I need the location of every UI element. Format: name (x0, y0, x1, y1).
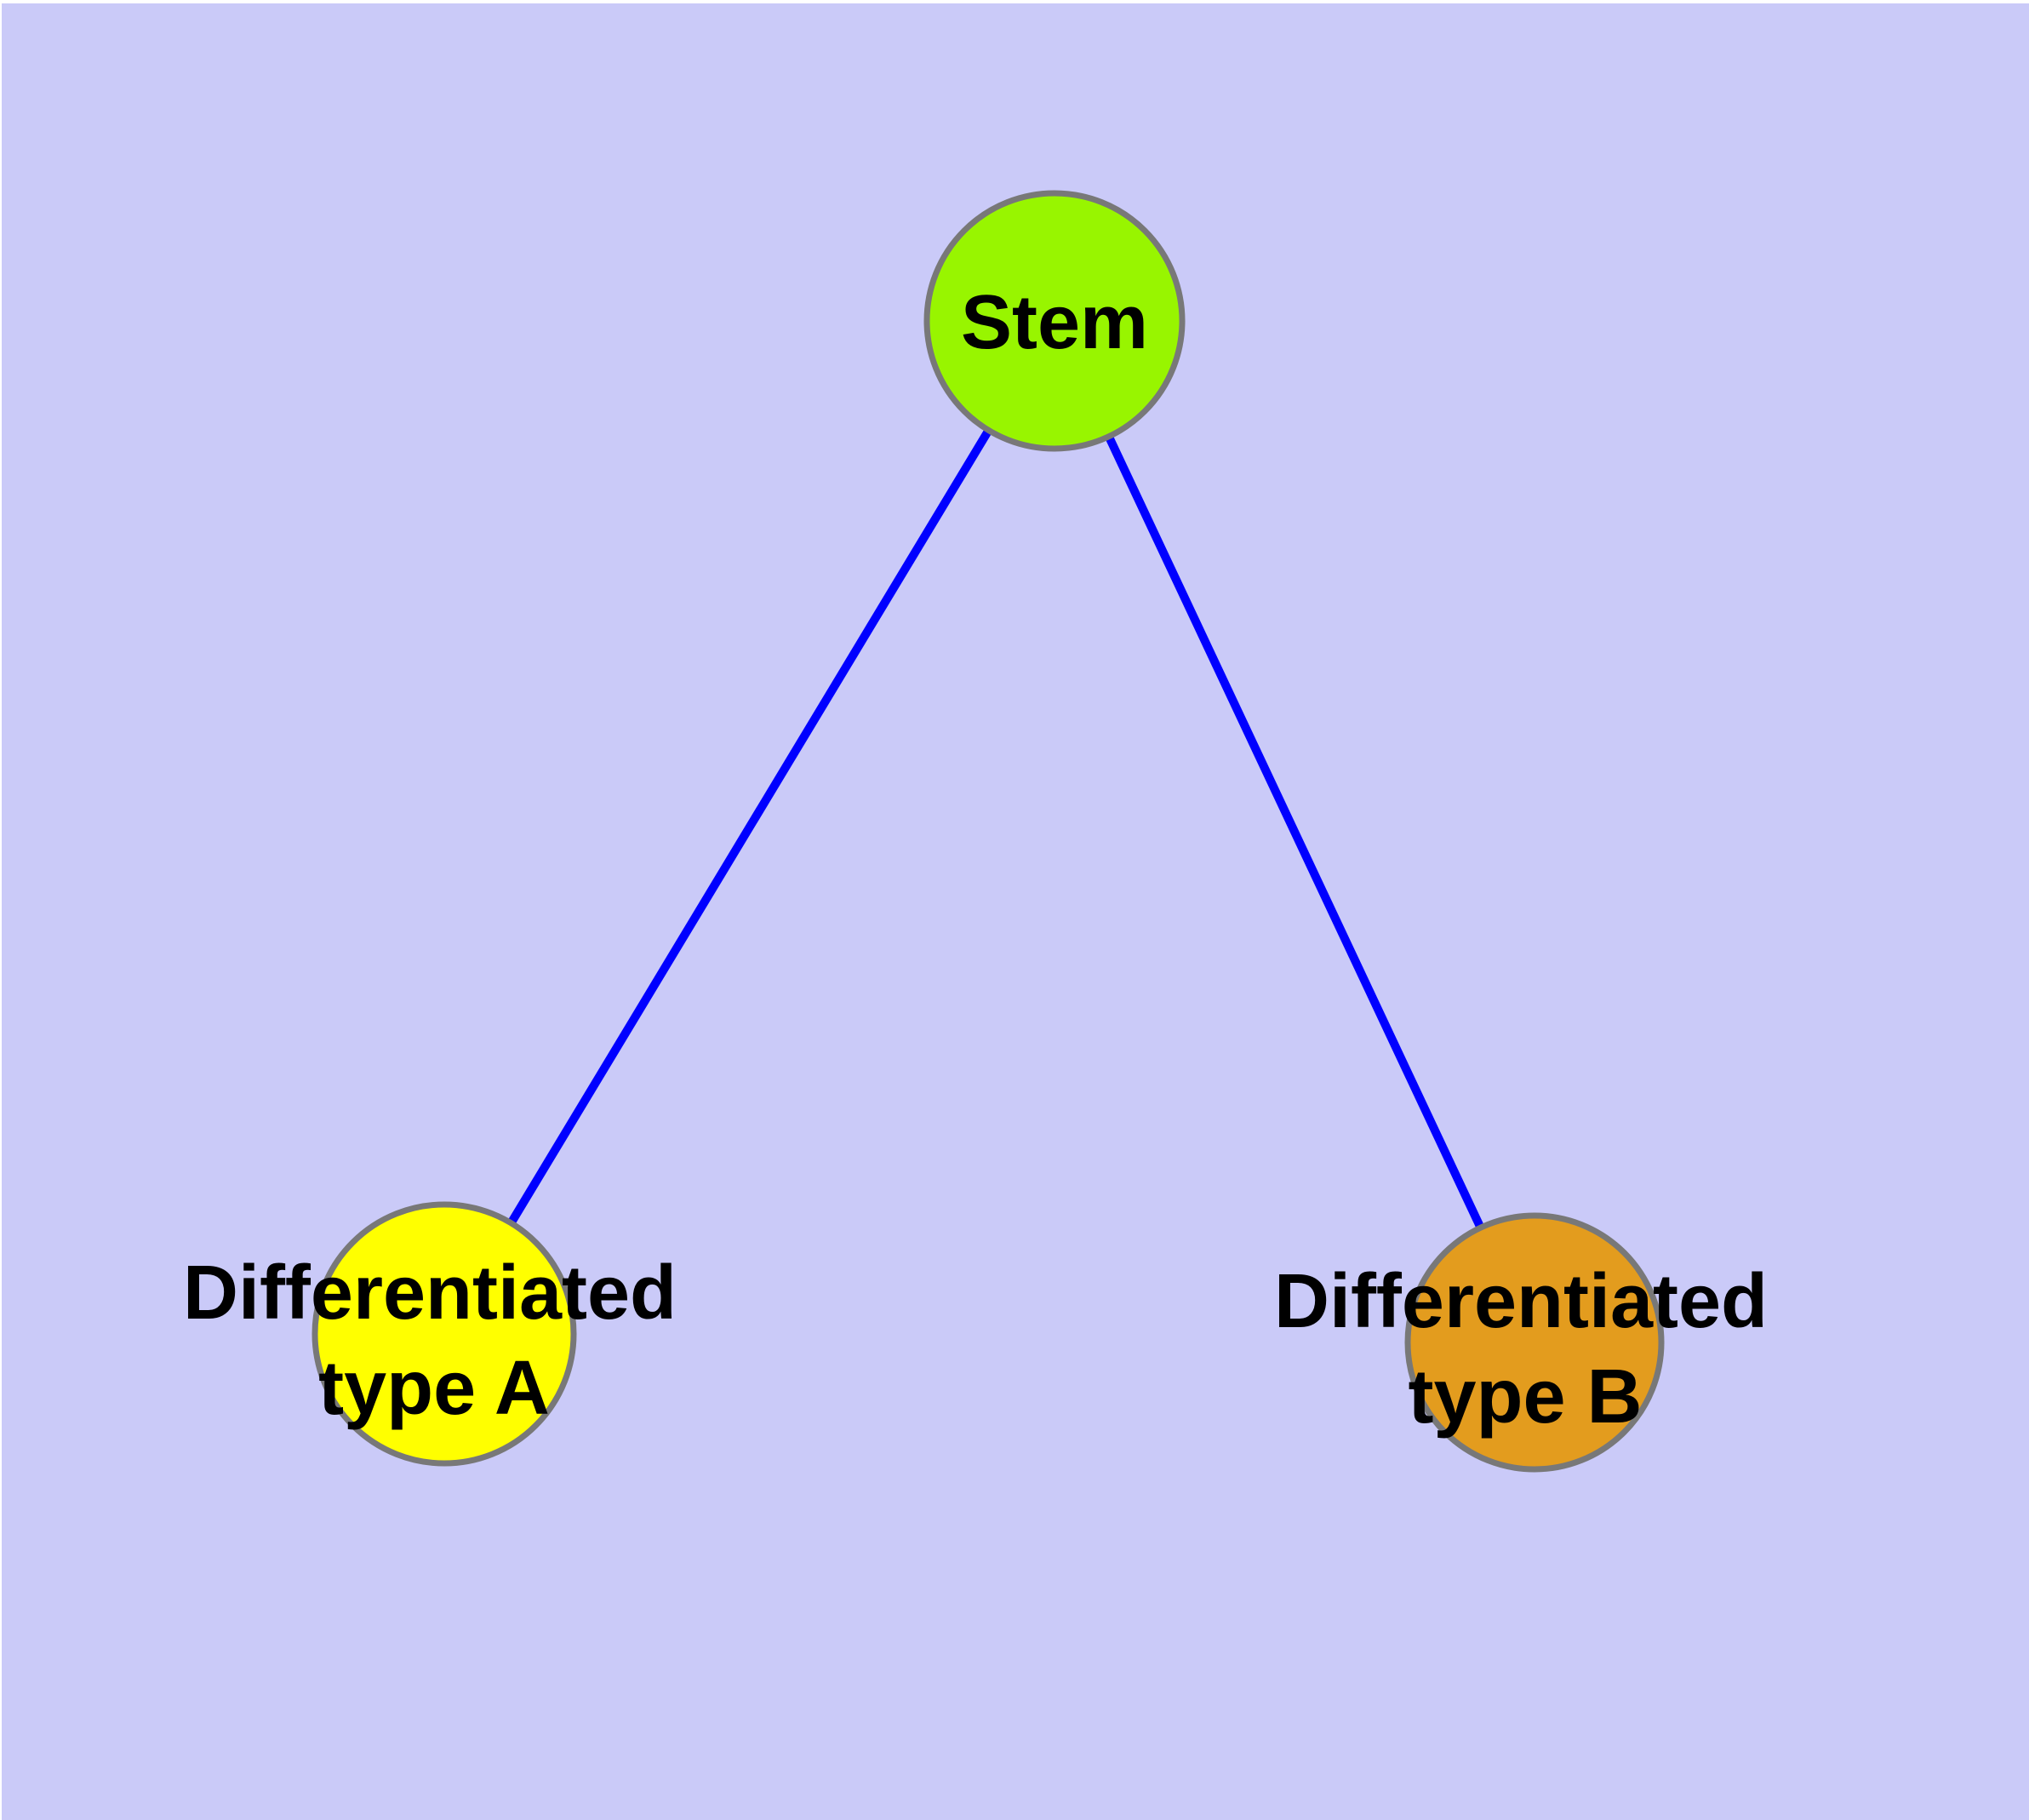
edge-stem-to-type-b (1050, 318, 1539, 1345)
node-stem-circle[interactable] (923, 190, 1186, 452)
node-type-b-label-line2: type B (1408, 1354, 1642, 1439)
diagram-canvas: Stem Differentiated type A Differentiate… (2, 3, 2029, 1820)
node-type-a-label-line2: type A (318, 1346, 550, 1431)
edge-stem-to-type-a (440, 318, 1059, 1336)
node-type-a-circle[interactable] (311, 1201, 577, 1467)
diagram-svg: Stem Differentiated type A Differentiate… (2, 3, 2029, 1820)
node-stem-label: Stem (961, 280, 1148, 365)
node-type-b-label-line1: Differentiated (1274, 1259, 1768, 1344)
node-type-a-label-line1: Differentiated (183, 1251, 677, 1336)
node-type-b-circle[interactable] (1404, 1212, 1665, 1473)
